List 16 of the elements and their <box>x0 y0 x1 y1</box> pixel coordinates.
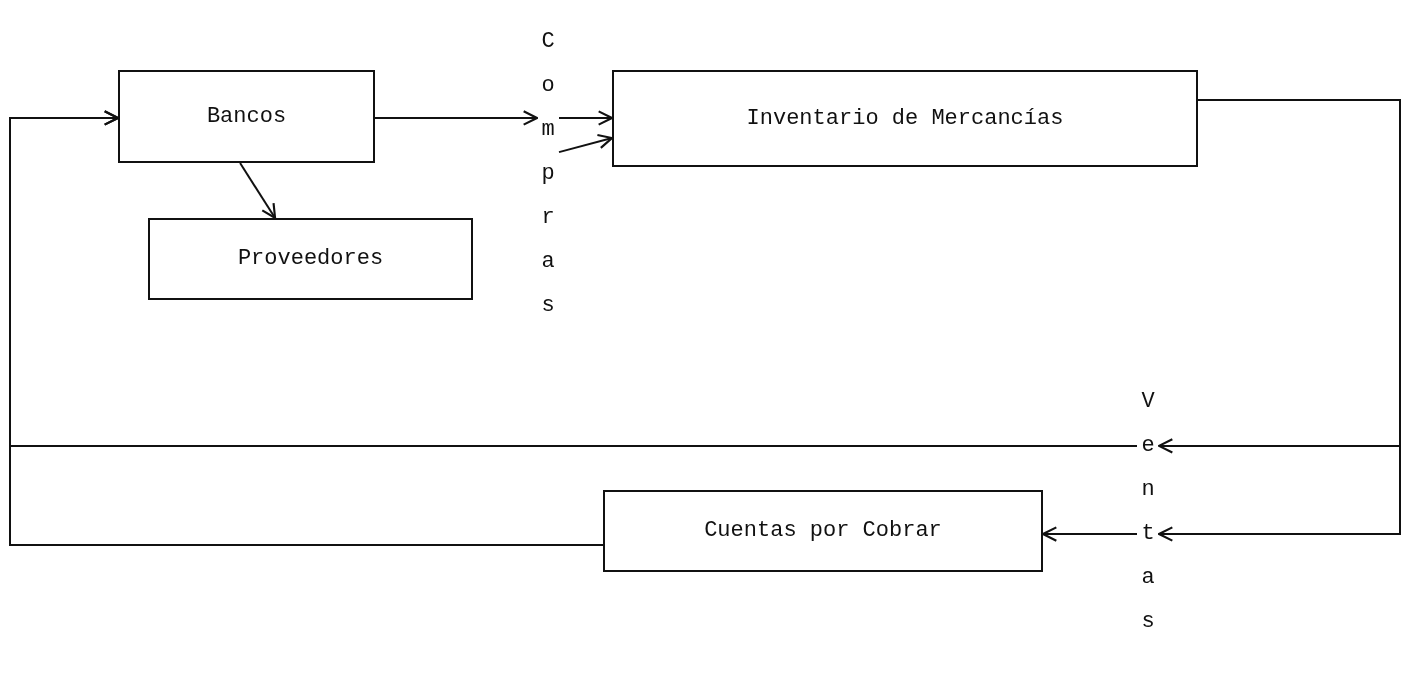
box-label: Inventario de Mercancías <box>746 104 1064 133</box>
vertical-label: Compras <box>537 20 559 328</box>
box-label: Cuentas por Cobrar <box>704 517 942 545</box>
process-box <box>603 490 1043 572</box>
arrow <box>374 110 539 126</box>
vertical-label: Ventas <box>1137 380 1159 644</box>
arrow <box>1157 98 1401 542</box>
arrow <box>9 110 604 546</box>
process-box <box>148 218 473 300</box>
box-label: Proveedores <box>237 245 384 273</box>
process-box <box>612 70 1198 167</box>
arrow <box>558 133 614 154</box>
arrow <box>239 162 277 220</box>
box-label: Bancos <box>206 102 287 131</box>
process-box <box>118 70 375 163</box>
arrow <box>558 110 614 126</box>
